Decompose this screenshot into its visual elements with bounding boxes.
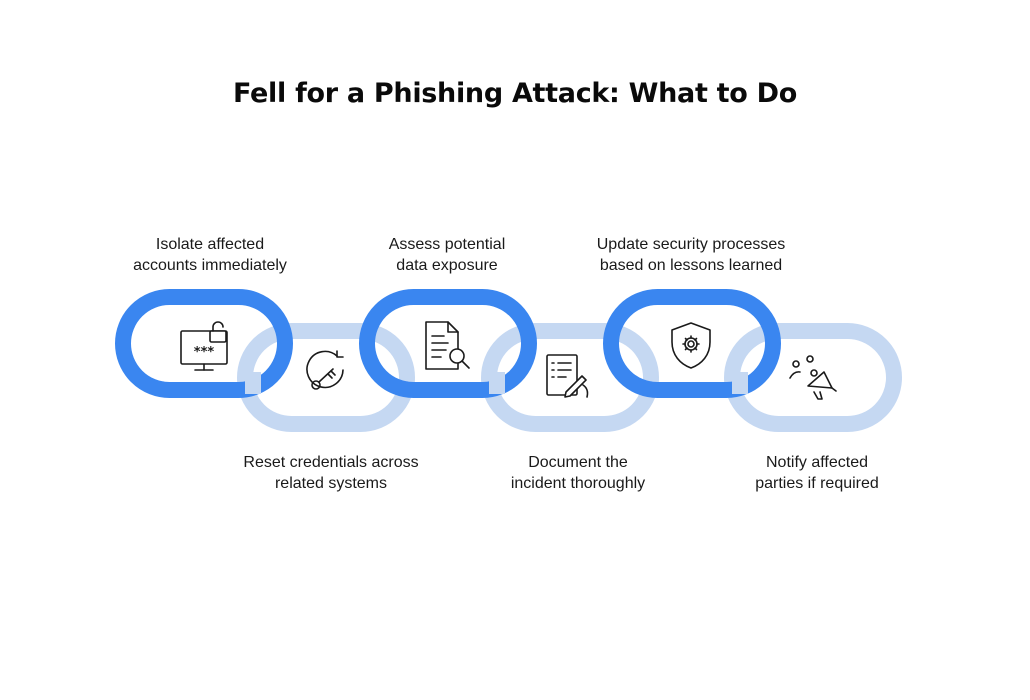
- document-sign-icon: [546, 354, 589, 398]
- key-reset-icon: [306, 350, 344, 390]
- chain-link-5: [603, 289, 781, 398]
- shield-gear-icon: [671, 322, 711, 369]
- chain-link-3: [359, 289, 537, 398]
- megaphone-icon: [789, 355, 837, 400]
- svg-text:***: ***: [194, 345, 215, 360]
- document-search-icon: [425, 321, 470, 370]
- diagram-title: Fell for a Phishing Attack: What to Do: [233, 78, 797, 109]
- locked-computer-icon: ***: [180, 321, 228, 371]
- chain-link-1: [115, 289, 293, 398]
